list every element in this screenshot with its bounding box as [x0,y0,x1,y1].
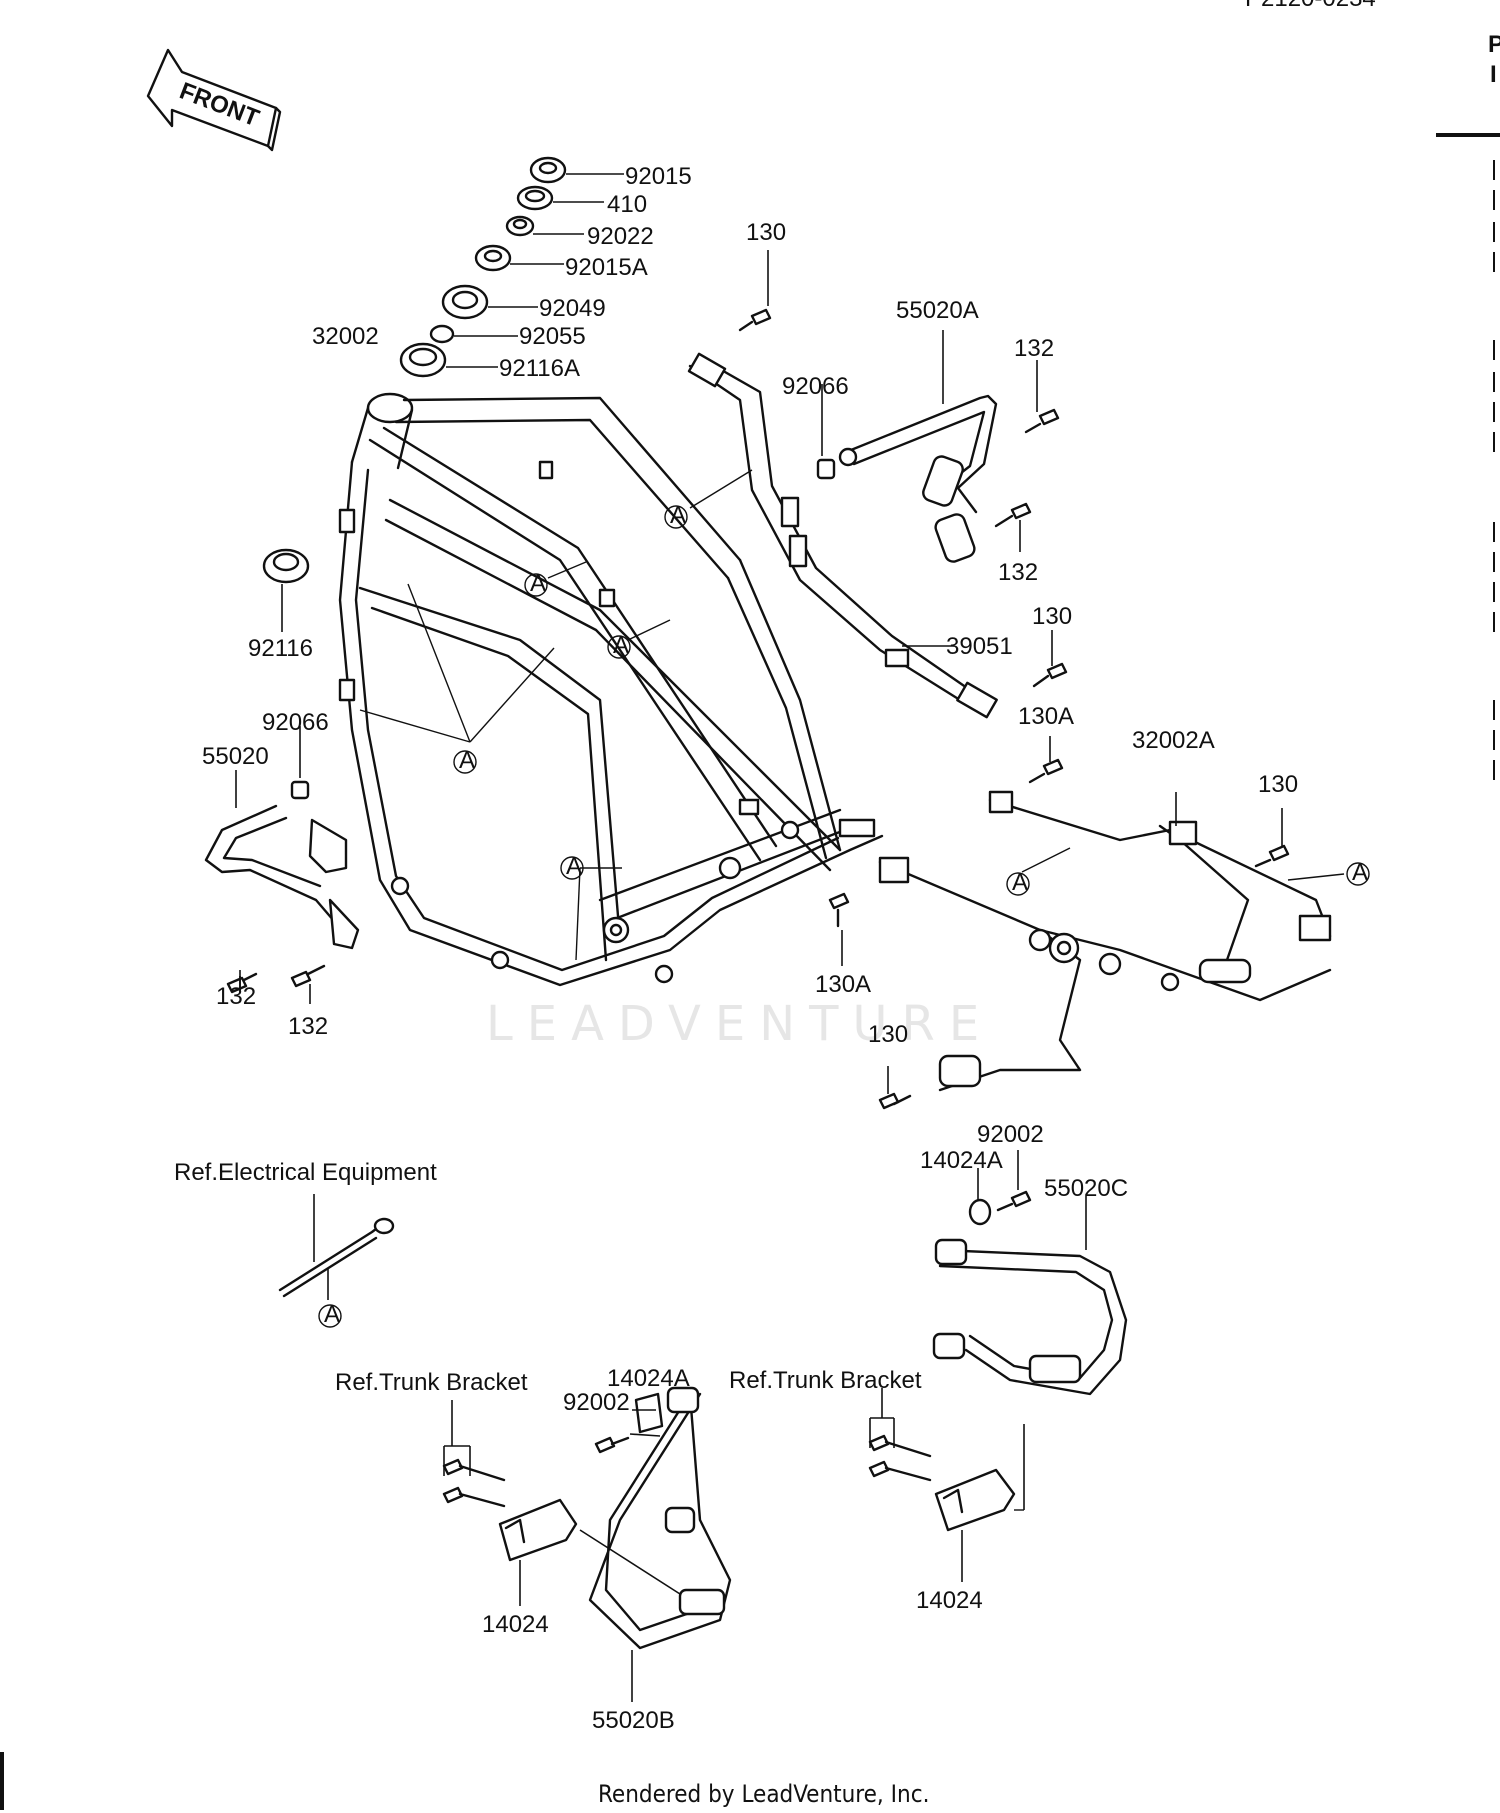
guard-55020 [204,770,360,950]
callout-a-1: A [524,570,548,597]
steering-stack-parts [399,156,567,378]
part-label: 92022 [587,223,654,250]
watermark: LEADVENTURE [486,996,993,1052]
edge-letter-1: P [1488,31,1500,58]
part-labels: 92015 410 92022 92015A 92049 92055 92116… [202,163,1298,1734]
svg-text:A: A [459,747,475,774]
part-label: 130A [1018,703,1074,730]
bracket-14024-right [868,1388,1025,1582]
part-label: 92055 [519,323,586,350]
callout-leaders [359,469,1345,961]
cap-92066-lower [290,780,310,800]
part-label: 130 [868,1021,908,1048]
svg-text:A: A [1352,859,1368,886]
part-label: 92002 [977,1121,1044,1148]
part-label: 92116 [248,635,313,662]
part-label: 92002 [563,1389,630,1416]
guard-55020b [588,1386,732,1702]
guard-55020a [838,330,998,563]
ref-trunk-bracket-left: Ref.Trunk Bracket [335,1369,528,1396]
callout-circles: A A A A A A A A [318,502,1370,1328]
left-edge-mark [0,1752,4,1810]
part-label: 55020B [592,1707,675,1734]
part-label: 130A [815,971,871,998]
callout-a-5: A [664,502,688,529]
ref-electrical-equipment: Ref.Electrical Equipment [174,1159,437,1186]
bushing-92116 [262,548,310,632]
callout-a-4: A [560,853,584,880]
part-label: 32002A [1132,727,1215,754]
part-label: 39051 [946,633,1013,660]
callout-a-8: A [318,1301,342,1328]
rail-39051 [687,352,998,719]
part-label: 55020A [896,297,979,324]
part-label: 55020C [1044,1175,1128,1202]
main-frame [338,392,884,987]
callout-a-7: A [1346,859,1370,886]
svg-text:A: A [324,1301,340,1328]
callout-a-6: A [1006,869,1030,896]
bracket-14024-left [442,1400,681,1606]
ref-labels: Ref.Electrical Equipment Ref.Trunk Brack… [174,1159,922,1396]
cap-92066-upper [816,458,836,480]
part-label: 14024 [916,1587,983,1614]
part-label: 32002 [312,323,379,350]
part-label: 92066 [262,709,329,736]
part-label: 92066 [782,373,849,400]
svg-text:A: A [566,853,582,880]
part-label: 130 [1032,603,1072,630]
part-label: 14024A [920,1147,1003,1174]
guard-55020c [932,1150,1128,1396]
svg-text:A: A [670,502,686,529]
part-label: 55020 [202,743,269,770]
part-label: 130 [746,219,786,246]
svg-text:A: A [530,570,546,597]
part-label: 14024 [482,1611,549,1638]
ref-trunk-bracket-right: Ref.Trunk Bracket [729,1367,922,1394]
part-label: 132 [998,559,1038,586]
page-code: P2120-0234 [1245,0,1376,12]
svg-text:A: A [613,632,629,659]
bolt-leaders [239,250,1283,1094]
cable-tie [278,1194,395,1300]
part-label: 92015 [625,163,692,190]
lower-bolt-leaders [239,970,311,1004]
callout-a-3: A [453,747,477,774]
bolts [226,308,1290,1110]
part-label: 130 [1258,771,1298,798]
part-label: 132 [1014,335,1054,362]
part-label: 132 [216,983,256,1010]
part-label: 14024A [607,1365,690,1392]
part-label: 92015A [565,254,648,281]
svg-text:A: A [1012,869,1028,896]
rear-subframe-32002a [878,790,1332,1092]
callout-a-2: A [607,632,631,659]
front-arrow: FRONT [146,48,282,152]
part-label: 92116A [499,355,580,382]
footer-credit: Rendered by LeadVenture, Inc. [598,1780,929,1808]
edge-letter-2: I [1490,61,1497,88]
part-label: 410 [607,191,647,218]
steering-leaders [446,173,624,368]
part-label: 132 [288,1013,328,1040]
part-label: 92049 [539,295,606,322]
